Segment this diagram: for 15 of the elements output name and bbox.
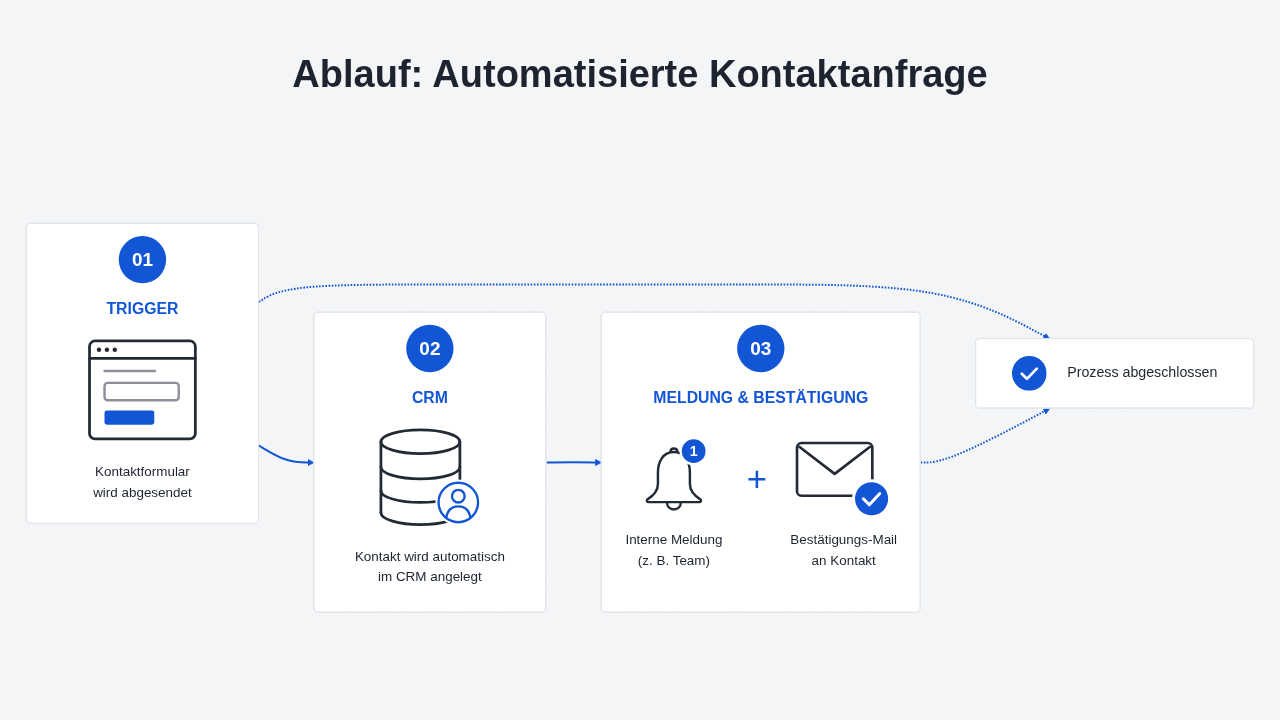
diagram-title: Ablauf: Automatisierte Kontaktanfrage bbox=[291, 52, 989, 97]
arrow bbox=[545, 458, 602, 466]
dashed-arrow bbox=[919, 407, 1051, 464]
plus-sign: + bbox=[746, 461, 767, 496]
step-description: Kontaktformular wird abgesendet bbox=[92, 462, 193, 502]
step-heading: MELDUNG & BESTÄTIGUNG bbox=[653, 387, 869, 407]
step-heading: TRIGGER bbox=[106, 298, 179, 318]
step-heading: CRM bbox=[411, 387, 448, 407]
arrow bbox=[257, 444, 315, 466]
count-badge: 1 bbox=[681, 438, 706, 463]
status-text: Prozess abgeschlossen bbox=[1067, 363, 1218, 383]
step-description: Bestätigungs-Mail an Kontakt bbox=[789, 531, 899, 570]
step-description: Interne Meldung (z. B. Team) bbox=[624, 531, 724, 570]
dashed-arrow bbox=[257, 283, 1051, 340]
step-description: Kontakt wird automatisch im CRM angelegt bbox=[353, 547, 506, 586]
